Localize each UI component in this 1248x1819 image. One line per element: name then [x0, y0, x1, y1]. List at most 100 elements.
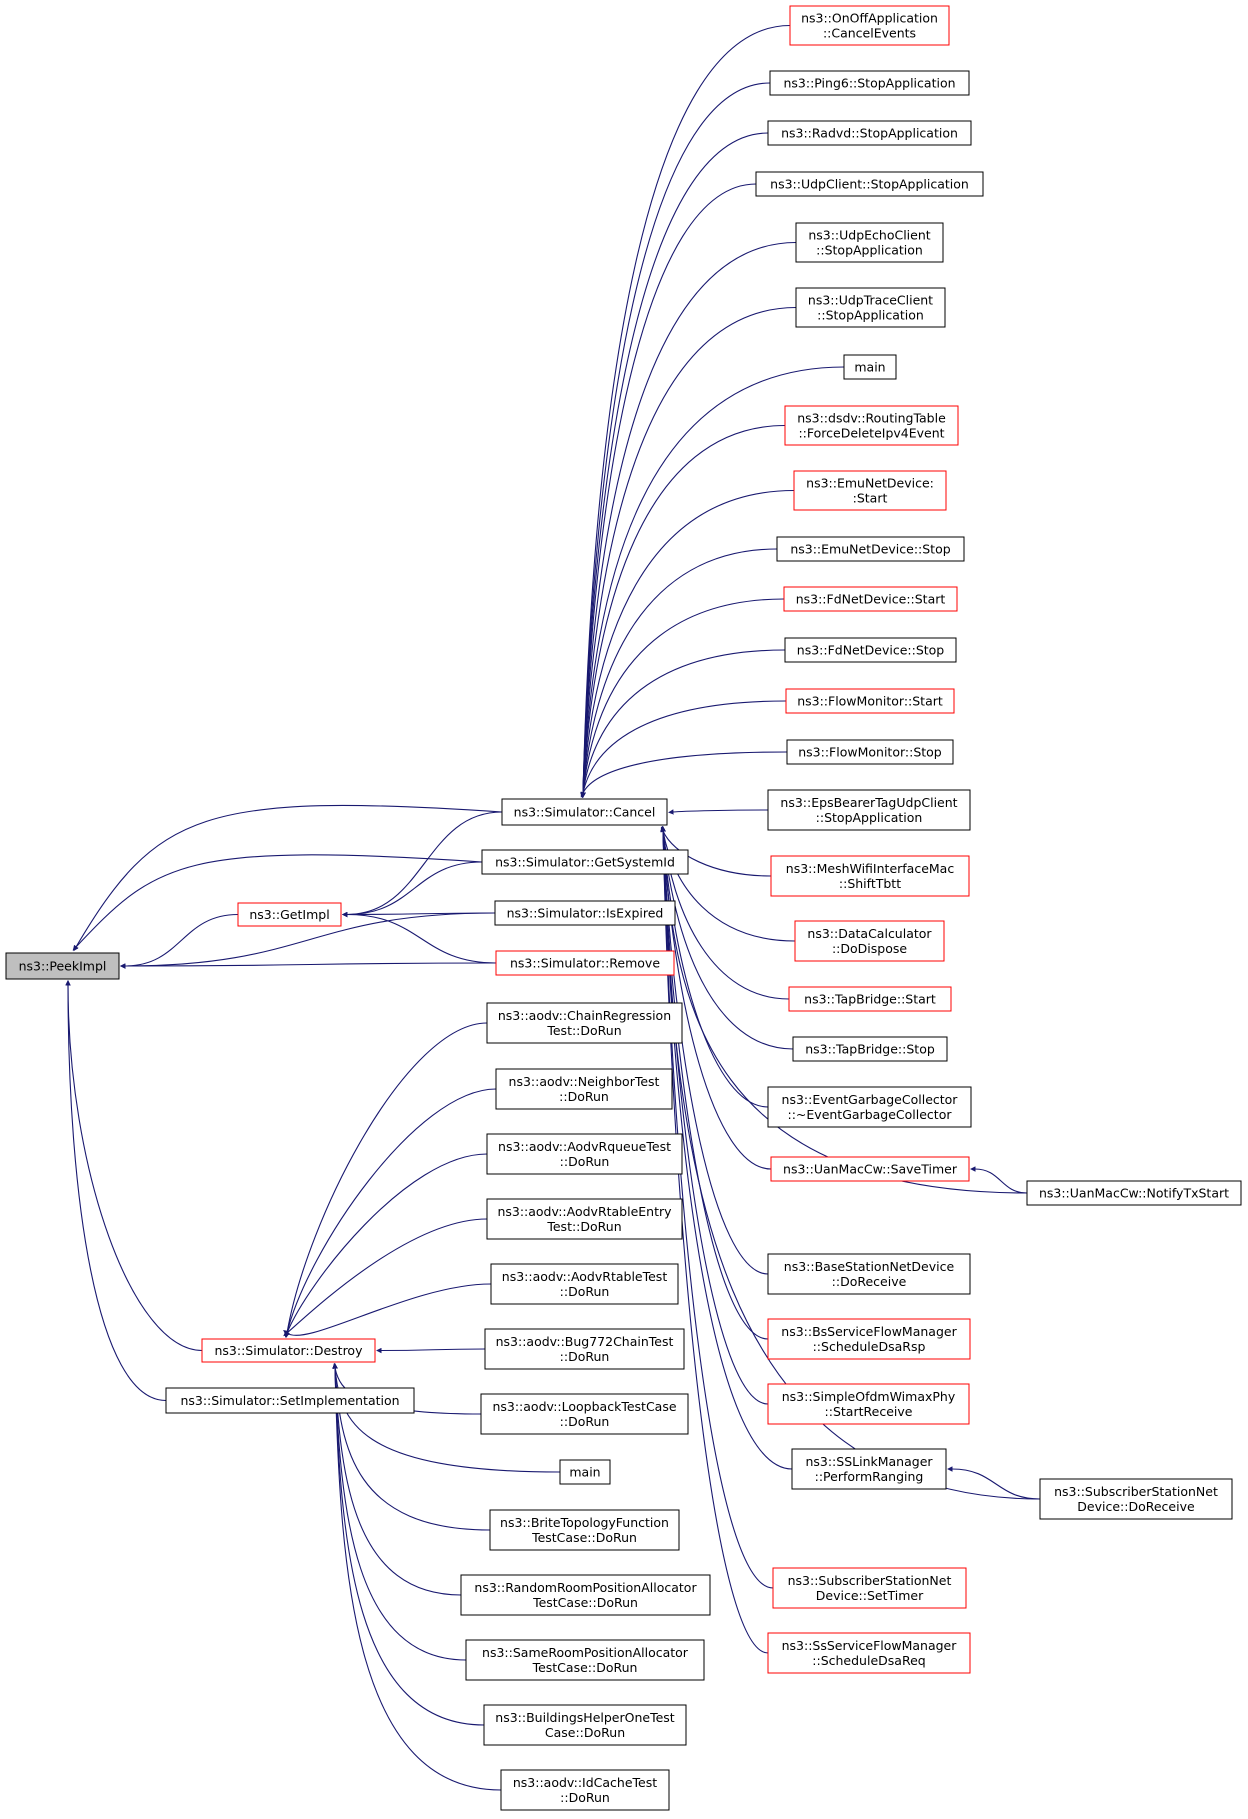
node-bsservice[interactable]: ns3::BsServiceFlowManager::ScheduleDsaRs… — [767, 1318, 971, 1360]
node-box-isexpired — [494, 900, 676, 926]
node-ssservice[interactable]: ns3::SsServiceFlowManager::ScheduleDsaRe… — [767, 1632, 971, 1674]
node-subscribertimer[interactable]: ns3::SubscriberStationNetDevice::SetTime… — [772, 1567, 967, 1609]
call-edge-remove-to-peekimpl — [120, 962, 497, 969]
call-edge-uannotify-to-uansave — [970, 1166, 1028, 1194]
node-onoff[interactable]: ns3::OnOffApplication::CancelEvents — [789, 5, 950, 46]
node-label-tapstop: ns3::TapBridge::Stop — [805, 1042, 935, 1057]
node-label-bug772: ::DoRun — [560, 1349, 610, 1364]
node-label-getsystemid: ns3::Simulator::GetSystemId — [495, 855, 675, 870]
call-edge-getimpl-to-peekimpl — [120, 913, 239, 969]
node-flowstop[interactable]: ns3::FlowMonitor::Stop — [786, 739, 954, 765]
node-uannotify[interactable]: ns3::UanMacCw::NotifyTxStart — [1026, 1180, 1242, 1206]
node-label-onoff: ::CancelEvents — [823, 26, 916, 41]
node-loopback[interactable]: ns3::aodv::LoopbackTestCase::DoRun — [480, 1393, 689, 1435]
node-label-aodvrtabletest: ::DoRun — [560, 1284, 610, 1299]
call-edge-idcache-to-destroy — [332, 1363, 502, 1791]
node-datacalc[interactable]: ns3::DataCalculator::DoDispose — [794, 920, 945, 962]
node-label-flowstart: ns3::FlowMonitor::Start — [797, 694, 943, 709]
node-label-onoff: ns3::OnOffApplication — [801, 11, 938, 26]
call-edge-aodvrqueuetest-to-destroy — [284, 1153, 488, 1338]
node-getsystemid[interactable]: ns3::Simulator::GetSystemId — [481, 849, 689, 875]
call-edge-setimplementation-to-peekimpl — [65, 980, 167, 1402]
node-label-buildingshelper: Case::DoRun — [545, 1725, 625, 1740]
call-edge-chainregression-to-destroy — [284, 1022, 488, 1338]
call-edge-flowstop-to-cancel — [580, 751, 788, 798]
call-edge-buildingshelper-to-destroy — [332, 1363, 485, 1726]
node-bug772[interactable]: ns3::aodv::Bug772ChainTest::DoRun — [484, 1328, 685, 1370]
node-epsbearer[interactable]: ns3::EpsBearerTagUdpClient::StopApplicat… — [767, 789, 971, 831]
node-brite[interactable]: ns3::BriteTopologyFunctionTestCase::DoRu… — [489, 1509, 680, 1551]
node-label-udpecho: ns3::UdpEchoClient — [808, 228, 930, 243]
node-label-ssservice: ns3::SsServiceFlowManager — [782, 1638, 958, 1653]
node-isexpired[interactable]: ns3::Simulator::IsExpired — [494, 900, 676, 926]
node-label-aodvrtableentry: ns3::aodv::AodvRtableEntry — [497, 1204, 672, 1219]
node-aodvrqueuetest[interactable]: ns3::aodv::AodvRqueueTest::DoRun — [486, 1133, 683, 1175]
node-randomroom[interactable]: ns3::RandomRoomPositionAllocatorTestCase… — [460, 1574, 711, 1616]
node-label-simpleofdm: ns3::SimpleOfdmWimaxPhy — [782, 1389, 956, 1404]
node-box-idcache — [500, 1769, 670, 1811]
node-radvd[interactable]: ns3::Radvd::StopApplication — [767, 120, 972, 146]
node-main2[interactable]: main — [559, 1459, 611, 1485]
node-label-idcache: ::DoRun — [560, 1790, 610, 1805]
node-udptrace[interactable]: ns3::UdpTraceClient::StopApplication — [795, 287, 946, 328]
node-remove[interactable]: ns3::Simulator::Remove — [495, 950, 675, 976]
call-edge-main1-to-cancel — [580, 366, 845, 798]
call-edge-subscribertimer-to-cancel — [660, 826, 774, 1589]
node-udpecho[interactable]: ns3::UdpEchoClient::StopApplication — [795, 222, 944, 263]
node-meshwifi[interactable]: ns3::MeshWifiInterfaceMac::ShiftTbtt — [770, 855, 970, 897]
node-box-bsservice — [767, 1318, 971, 1360]
node-setimplementation[interactable]: ns3::Simulator::SetImplementation — [165, 1387, 415, 1414]
node-box-tapstop — [792, 1036, 948, 1062]
node-udpclient[interactable]: ns3::UdpClient::StopApplication — [755, 171, 984, 197]
call-edge-subscriberrecv-to-sslink — [947, 1466, 1041, 1500]
node-box-aodvrtabletest — [490, 1263, 679, 1305]
node-label-tapstart: ns3::TapBridge::Start — [804, 992, 936, 1007]
node-uansave[interactable]: ns3::UanMacCw::SaveTimer — [770, 1156, 970, 1182]
node-destroy[interactable]: ns3::Simulator::Destroy — [201, 1338, 376, 1363]
node-label-emustart: ns3::EmuNetDevice: — [806, 476, 934, 491]
node-neighbortest[interactable]: ns3::aodv::NeighborTest::DoRun — [495, 1068, 673, 1110]
node-cancel[interactable]: ns3::Simulator::Cancel — [501, 798, 668, 826]
node-peekimpl: ns3::PeekImpl — [5, 952, 120, 980]
node-box-tapstart — [788, 986, 952, 1012]
node-ping6[interactable]: ns3::Ping6::StopApplication — [769, 70, 970, 96]
node-label-udpclient: ns3::UdpClient::StopApplication — [770, 177, 969, 192]
node-sameroom[interactable]: ns3::SameRoomPositionAllocatorTestCase::… — [465, 1639, 705, 1681]
node-box-flowstop — [786, 739, 954, 765]
node-tapstart[interactable]: ns3::TapBridge::Start — [788, 986, 952, 1012]
node-fdstop[interactable]: ns3::FdNetDevice::Stop — [784, 637, 957, 663]
node-flowstart[interactable]: ns3::FlowMonitor::Start — [785, 688, 955, 714]
node-basestation[interactable]: ns3::BaseStationNetDevice::DoReceive — [767, 1253, 971, 1295]
call-edge-destroy-to-peekimpl — [65, 980, 203, 1352]
node-emustart[interactable]: ns3::EmuNetDevice::Start — [793, 470, 947, 511]
node-dsdv[interactable]: ns3::dsdv::RoutingTable::ForceDeleteIpv4… — [784, 405, 959, 446]
node-box-simpleofdm — [767, 1383, 970, 1425]
node-box-onoff — [789, 5, 950, 46]
node-box-brite — [489, 1509, 680, 1551]
call-edge-onoff-to-cancel — [580, 24, 791, 798]
node-emustop[interactable]: ns3::EmuNetDevice::Stop — [776, 536, 965, 562]
node-main1[interactable]: main — [843, 354, 897, 380]
node-box-udpecho — [795, 222, 944, 263]
node-box-datacalc — [794, 920, 945, 962]
node-fdstart[interactable]: ns3::FdNetDevice::Start — [783, 586, 958, 612]
node-label-epsbearer: ns3::EpsBearerTagUdpClient — [780, 795, 957, 810]
node-getimpl[interactable]: ns3::GetImpl — [237, 902, 342, 927]
node-box-getsystemid — [481, 849, 689, 875]
node-sslink[interactable]: ns3::SSLinkManager::PerformRanging — [791, 1448, 947, 1490]
node-simpleofdm[interactable]: ns3::SimpleOfdmWimaxPhy::StartReceive — [767, 1383, 970, 1425]
node-tapstop[interactable]: ns3::TapBridge::Stop — [792, 1036, 948, 1062]
node-idcache[interactable]: ns3::aodv::IdCacheTest::DoRun — [500, 1769, 670, 1811]
node-label-datacalc: ::DoDispose — [832, 941, 907, 956]
node-box-chainregression — [486, 1002, 683, 1044]
node-label-sslink: ns3::SSLinkManager — [805, 1454, 933, 1469]
node-aodvrtabletest[interactable]: ns3::aodv::AodvRtableTest::DoRun — [490, 1263, 679, 1305]
call-edge-isexpired-to-getimpl — [342, 911, 496, 918]
call-edge-udpecho-to-cancel — [580, 241, 797, 798]
node-box-main1 — [843, 354, 897, 380]
node-subscriberrecv[interactable]: ns3::SubscriberStationNetDevice::DoRecei… — [1039, 1478, 1233, 1520]
node-eventgc[interactable]: ns3::EventGarbageCollector::~EventGarbag… — [767, 1086, 972, 1128]
